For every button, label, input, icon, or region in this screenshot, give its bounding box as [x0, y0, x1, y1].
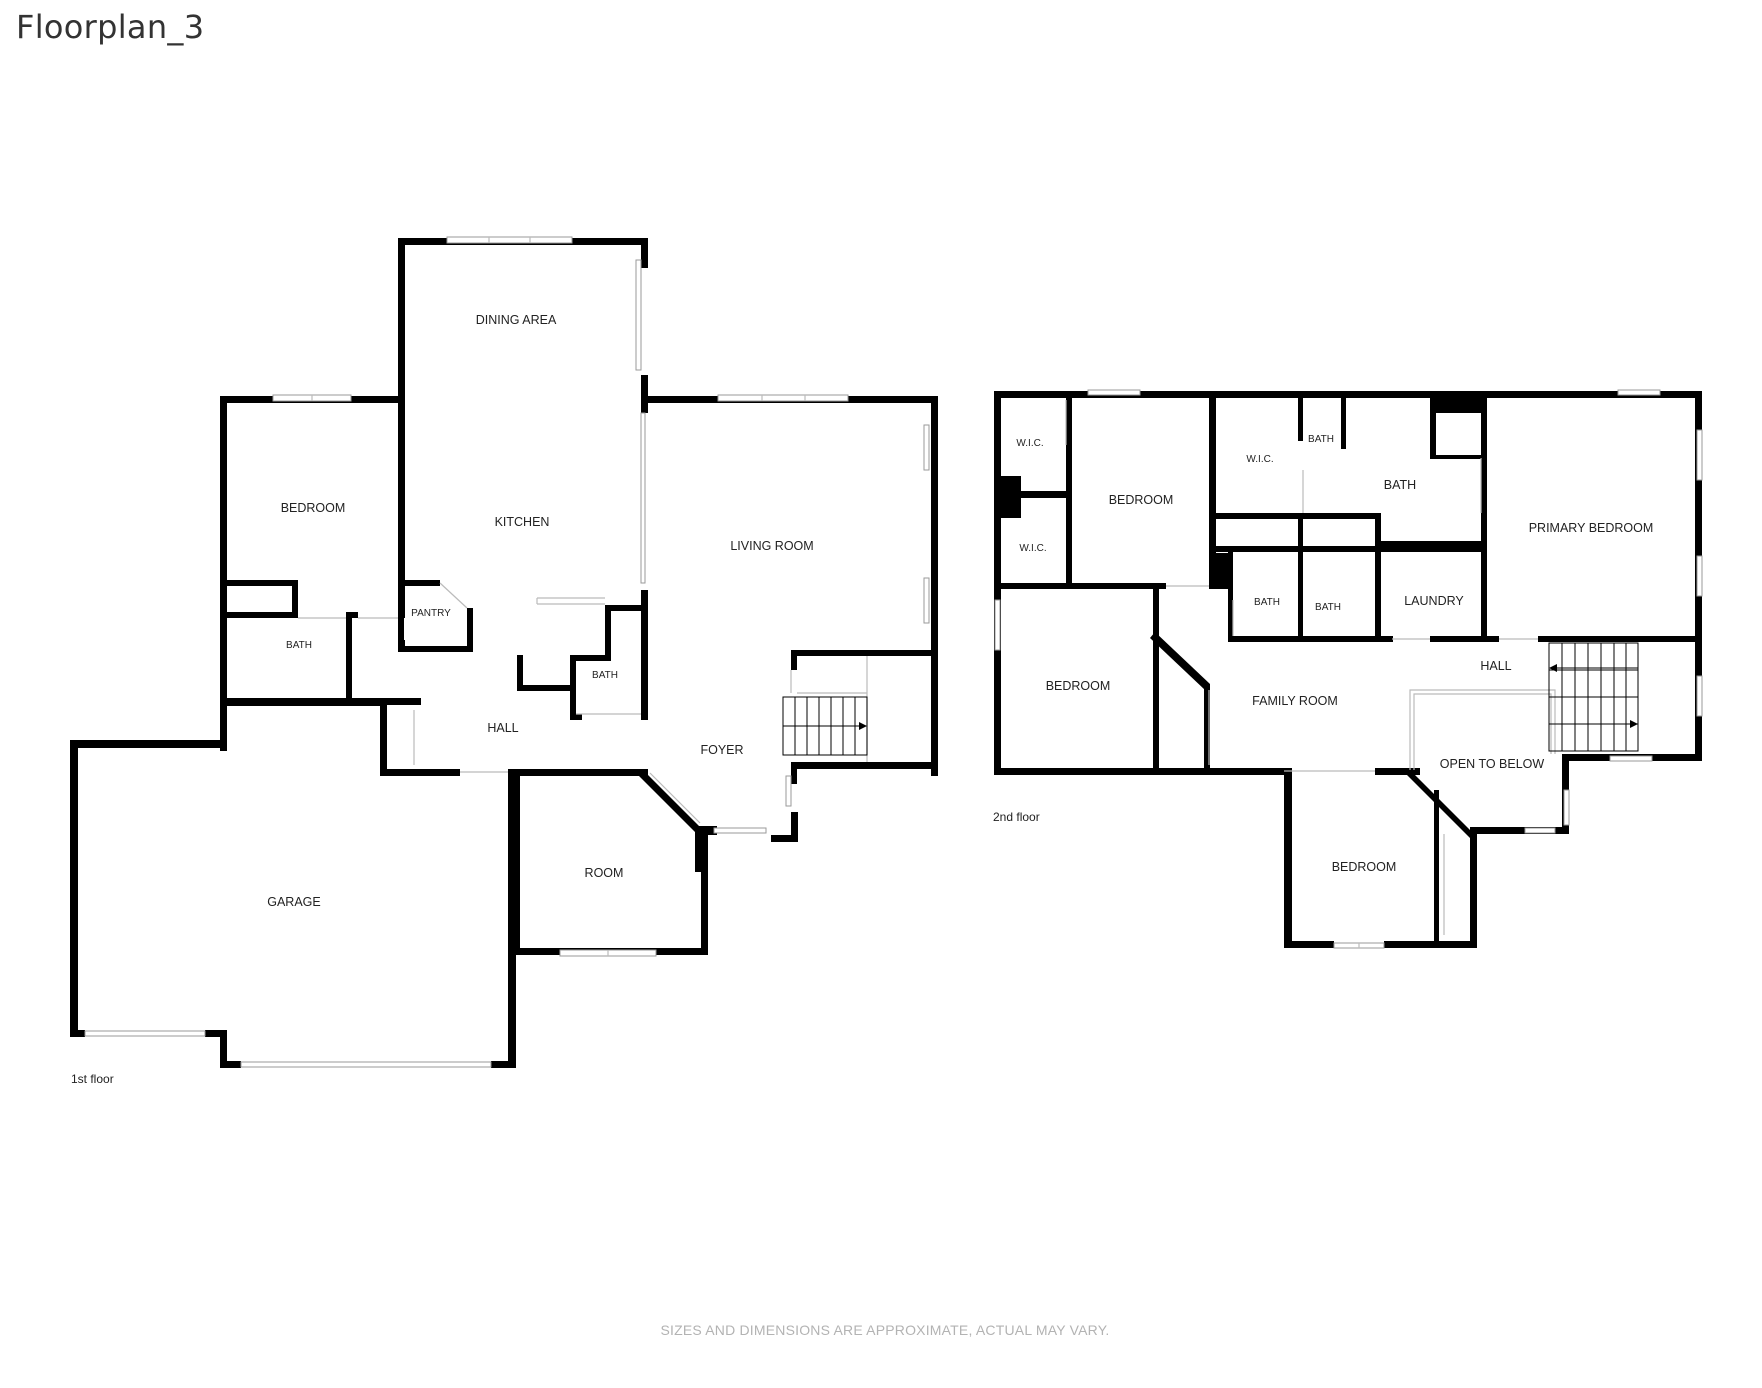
label-bath-center-f1: BATH: [592, 670, 618, 681]
second-floor-plan: [994, 389, 1703, 949]
label-bedroom-w: BEDROOM: [1046, 679, 1111, 693]
stairs-floor1: [782, 696, 868, 756]
label-bath-b: BATH: [1315, 602, 1341, 613]
label-hall-f1: HALL: [487, 721, 518, 735]
label-kitchen: KITCHEN: [495, 515, 550, 529]
disclaimer-text: SIZES AND DIMENSIONS ARE APPROXIMATE, AC…: [660, 1322, 1109, 1338]
label-bath-small: BATH: [1308, 434, 1334, 445]
label-bath-a: BATH: [1254, 597, 1280, 608]
label-bath-left-f1: BATH: [286, 640, 312, 651]
label-bath-main: BATH: [1384, 478, 1416, 492]
label-garage: GARAGE: [267, 895, 321, 909]
floor1-label: 1st floor: [71, 1072, 114, 1086]
label-pantry: PANTRY: [411, 608, 451, 619]
label-foyer: FOYER: [700, 743, 743, 757]
label-family-room: FAMILY ROOM: [1252, 694, 1338, 708]
label-bedroom-s: BEDROOM: [1332, 860, 1397, 874]
floor2-label: 2nd floor: [993, 810, 1040, 824]
label-hall-f2: HALL: [1480, 659, 1511, 673]
label-dining-area: DINING AREA: [476, 313, 557, 327]
page-title: Floorplan_3: [16, 8, 205, 46]
label-living-room: LIVING ROOM: [730, 539, 813, 553]
label-laundry: LAUNDRY: [1404, 594, 1464, 608]
label-wic-center: W.I.C.: [1246, 454, 1273, 465]
label-open-to-below: OPEN TO BELOW: [1440, 757, 1545, 771]
label-primary-bedroom: PRIMARY BEDROOM: [1529, 521, 1654, 535]
label-room: ROOM: [585, 866, 624, 880]
label-bedroom-nw: BEDROOM: [1109, 493, 1174, 507]
label-wic-top: W.I.C.: [1016, 438, 1043, 449]
label-wic-bottom: W.I.C.: [1019, 543, 1046, 554]
stairs-floor2: [1548, 642, 1639, 752]
first-floor-plan: [70, 236, 938, 1068]
label-bedroom-f1: BEDROOM: [281, 501, 346, 515]
